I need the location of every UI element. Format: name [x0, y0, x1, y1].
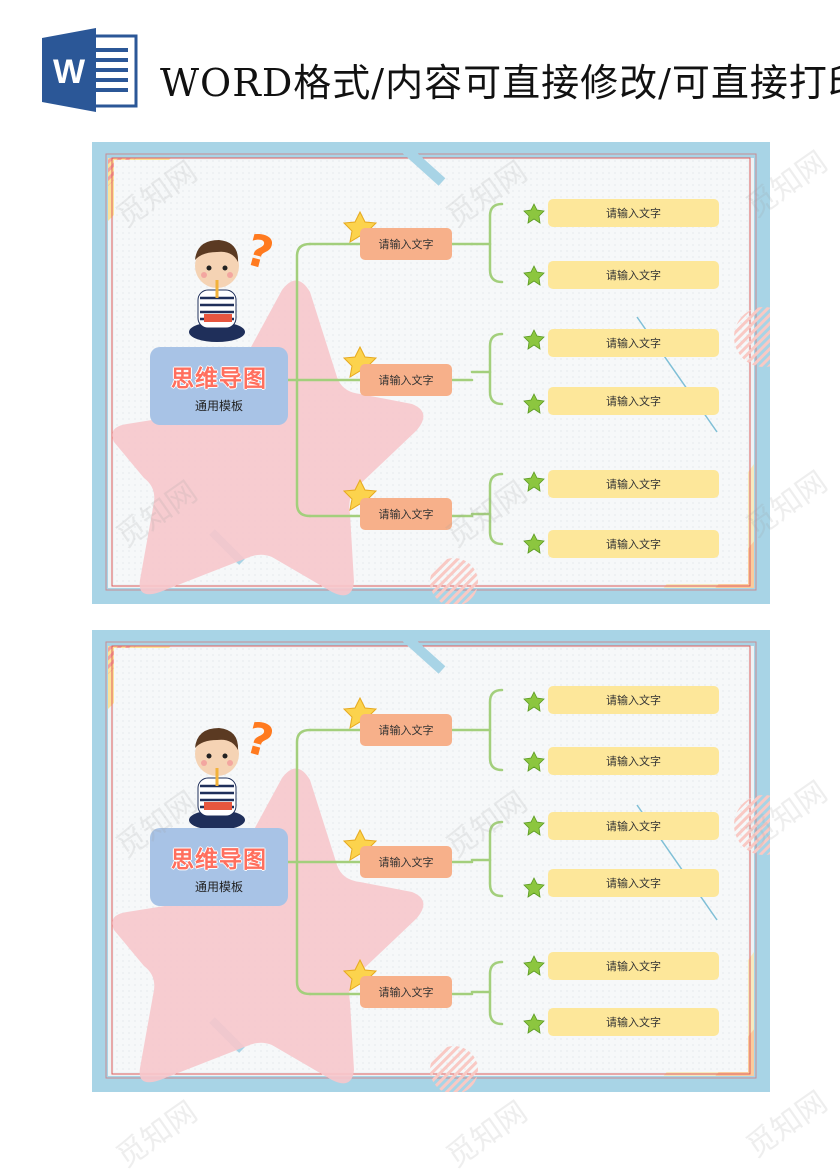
word-icon-letter: W	[53, 53, 86, 91]
leaf-node[interactable]: 请输入文字	[548, 387, 719, 415]
center-title: 思维导图	[171, 847, 267, 873]
leaf-node[interactable]: 请输入文字	[548, 869, 719, 897]
watermark: 觅知网	[110, 1094, 204, 1176]
leaf-node[interactable]: 请输入文字	[548, 261, 719, 289]
branch-node[interactable]: 请输入文字	[360, 498, 452, 530]
leaf-node[interactable]: 请输入文字	[548, 199, 719, 227]
branch-node[interactable]: 请输入文字	[360, 714, 452, 746]
mindmap-card: ? 思维导图 通用模板 请输入文字 请输入文字 请输入文字 请输入文字	[92, 142, 770, 604]
mindmap-card: ? 思维导图 通用模板 请输入文字 请输入文字 请输入文字 请输入文字 请输入文	[92, 630, 770, 1092]
leaf-node[interactable]: 请输入文字	[548, 812, 719, 840]
word-doc-icon: W	[42, 28, 138, 112]
boy-illustration-icon	[189, 240, 245, 342]
boy-illustration-icon	[189, 728, 245, 830]
page-header: W WORD格式/内容可直接修改/可直接打印	[0, 0, 840, 130]
watermark: 觅知网	[440, 1094, 534, 1176]
mindmap-center-node[interactable]: 思维导图 通用模板	[150, 828, 288, 906]
leaf-star-icons	[523, 691, 545, 1034]
branch-node[interactable]: 请输入文字	[360, 976, 452, 1008]
branch-node[interactable]: 请输入文字	[360, 364, 452, 396]
header-title: WORD格式/内容可直接修改/可直接打印	[160, 61, 840, 105]
branch-node[interactable]: 请输入文字	[360, 228, 452, 260]
leaf-node[interactable]: 请输入文字	[548, 329, 719, 357]
leaf-node[interactable]: 请输入文字	[548, 530, 719, 558]
leaf-node[interactable]: 请输入文字	[548, 747, 719, 775]
leaf-node[interactable]: 请输入文字	[548, 1008, 719, 1036]
center-subtitle: 通用模板	[194, 880, 243, 894]
center-title: 思维导图	[171, 366, 267, 392]
leaf-star-icons	[523, 203, 545, 554]
leaf-node[interactable]: 请输入文字	[548, 952, 719, 980]
leaf-node[interactable]: 请输入文字	[548, 686, 719, 714]
leaf-node[interactable]: 请输入文字	[548, 470, 719, 498]
branch-node[interactable]: 请输入文字	[360, 846, 452, 878]
center-subtitle: 通用模板	[194, 399, 243, 413]
mindmap-center-node[interactable]: 思维导图 通用模板	[150, 347, 288, 425]
